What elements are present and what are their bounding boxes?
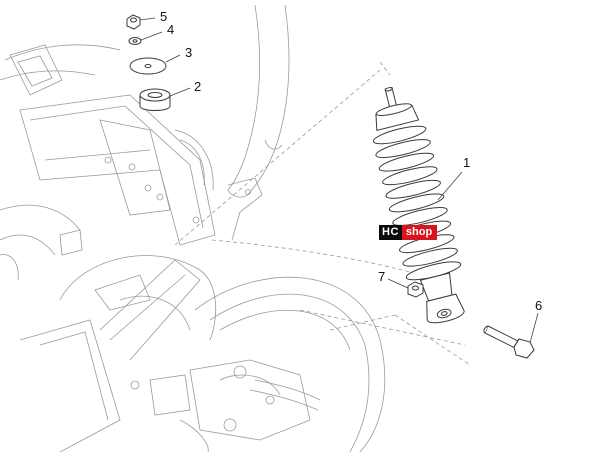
hcshop-watermark: HC shop [379,225,438,240]
leader-lines [139,17,539,344]
callout-7: 7 [378,269,385,284]
callout-6: 6 [535,298,542,313]
watermark-shop: shop [401,225,438,240]
callout-5: 5 [160,9,167,24]
callout-4: 4 [167,22,174,37]
scooter-frame [0,4,471,452]
part-2-rubber-bushing [139,88,171,111]
callout-3: 3 [185,45,192,60]
watermark-hc: HC [379,225,402,240]
part-7-lower-nut [407,281,424,298]
callout-1: 1 [463,155,470,170]
part-5-nut [126,14,141,30]
part-3-flat-washer [129,57,167,75]
callout-2: 2 [194,79,201,94]
part-4-small-washer [128,37,142,45]
part-6-bolt [483,325,535,359]
